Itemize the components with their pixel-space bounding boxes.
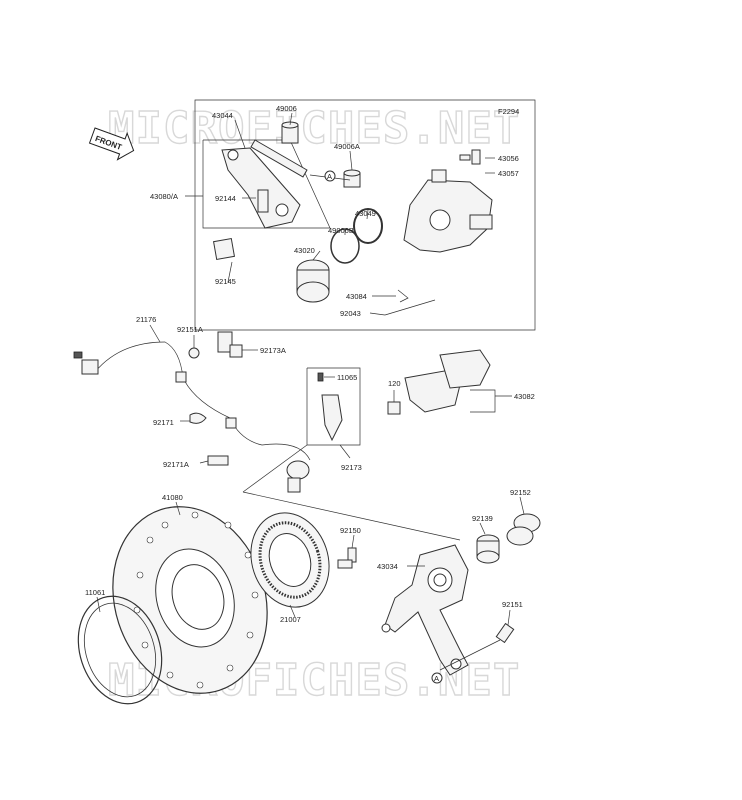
label-43080A: 43080/A <box>150 192 178 201</box>
label-92173A: 92173A <box>260 346 286 355</box>
ref-marker-a-top-label: A <box>327 172 332 181</box>
label-41080: 41080 <box>162 493 183 502</box>
label-21176: 21176 <box>136 315 156 324</box>
clip-92171 <box>189 412 207 424</box>
label-92151: 92151 <box>502 600 523 609</box>
label-92171: 92171 <box>153 418 174 427</box>
bolt-92151 <box>495 622 515 644</box>
bracket-leader-left <box>242 444 308 493</box>
piston-seal <box>353 208 383 244</box>
brake-pad-set <box>404 349 491 413</box>
abs-sensor-wire <box>73 341 311 493</box>
slide-pin-boot-a <box>343 169 361 188</box>
label-92171A: 92171A <box>163 460 189 469</box>
label-92144: 92144 <box>215 194 236 203</box>
label-120: 120 <box>388 379 401 388</box>
ref-marker-a-bottom <box>431 672 443 684</box>
bolt-92151A <box>188 347 200 359</box>
brake-disc <box>112 506 268 694</box>
collar-92152 <box>506 513 541 546</box>
ref-marker-a-top <box>324 170 336 182</box>
abs-rotor <box>250 512 330 608</box>
bolt-120 <box>387 401 401 415</box>
front-arrow-icon: FRONT <box>88 127 135 161</box>
mid-leaders <box>149 324 512 464</box>
watermark-top: MICROFICHES.NET <box>108 103 520 154</box>
caliper-bracket <box>221 139 308 229</box>
label-43057: 43057 <box>498 169 519 178</box>
pad-spring-clip <box>397 289 409 303</box>
bracket-subframe <box>202 139 331 229</box>
label-92043: 92043 <box>340 309 361 318</box>
gasket <box>77 595 163 705</box>
collar-92139 <box>476 534 500 564</box>
label-49006B: 49006B <box>328 226 354 235</box>
label-43084: 43084 <box>346 292 367 301</box>
label-43049: 43049 <box>355 209 376 218</box>
bolt-11065 <box>317 372 324 382</box>
label-21007: 21007 <box>280 615 301 624</box>
pad-pin <box>384 299 436 316</box>
label-43020: 43020 <box>294 246 315 255</box>
clip-92171A <box>207 455 229 466</box>
label-92152: 92152 <box>510 488 531 497</box>
pad-spring-92145 <box>212 237 236 261</box>
diagram-code: F2294 <box>498 107 519 116</box>
slide-pin-boot <box>281 121 299 144</box>
bracket-leader-right <box>242 491 461 541</box>
lower-leaders <box>96 496 525 671</box>
caliper-leaders <box>185 112 495 316</box>
label-43034: 43034 <box>377 562 398 571</box>
label-92151A: 92151A <box>177 325 203 334</box>
dust-seal <box>330 228 360 264</box>
label-43044: 43044 <box>212 111 233 120</box>
label-92139: 92139 <box>472 514 493 523</box>
pad-bracket-lines <box>470 389 496 413</box>
caliper-assembly-frame <box>194 99 536 331</box>
label-92150: 92150 <box>340 526 361 535</box>
wire-clamp-92173A <box>217 331 243 358</box>
bleeder-valve <box>459 149 481 165</box>
label-49006A: 49006A <box>334 142 360 151</box>
label-43082: 43082 <box>514 392 535 401</box>
piston <box>296 259 330 303</box>
label-11065: 11065 <box>337 373 357 382</box>
label-49006: 49006 <box>276 104 297 113</box>
label-43056: 43056 <box>498 154 519 163</box>
disc-bolt-92150 <box>337 547 357 569</box>
sensor-bracket <box>321 394 343 442</box>
caliper-body <box>403 169 493 253</box>
bracket-92173-frame <box>306 367 361 446</box>
caliper-bracket-arm <box>381 544 469 676</box>
label-92145: 92145 <box>215 277 236 286</box>
pin-92144 <box>257 189 269 213</box>
label-92173: 92173 <box>341 463 362 472</box>
ref-marker-a-bottom-label: A <box>434 674 439 683</box>
label-11061: 11061 <box>85 588 105 597</box>
